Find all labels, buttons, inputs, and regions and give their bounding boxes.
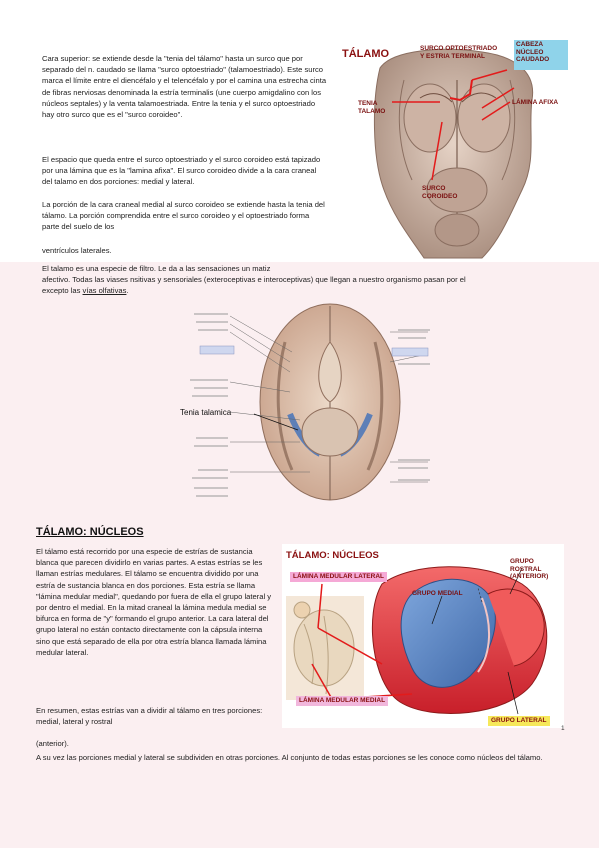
label-grupo-medial: GRUPO MEDIAL bbox=[412, 590, 463, 597]
section-heading-nucleos: TÁLAMO: NÚCLEOS bbox=[36, 526, 144, 538]
label-lamina-medular-medial: LÁMINA MEDULAR MEDIAL bbox=[296, 696, 389, 706]
page-number: 1 bbox=[561, 725, 565, 732]
paragraph-estrias: El tálamo está recorrido por una especie… bbox=[36, 546, 272, 658]
paragraph-text: A su vez las porciones medial y lateral … bbox=[36, 753, 543, 762]
paragraph-text: En resumen, estas estrías van a dividir … bbox=[36, 706, 263, 727]
label-lamina-medular-lateral: LÁMINA MEDULAR LATERAL bbox=[290, 572, 387, 582]
paragraph-text: El talamo es una especie de filtro. Le d… bbox=[42, 264, 271, 273]
paragraph-text: ventrículos laterales. bbox=[42, 246, 112, 255]
thalamus-illustration bbox=[373, 48, 534, 259]
paragraph-cara-superior: Cara superior: se extiende desde la "ten… bbox=[42, 53, 328, 120]
figure-talamo: TÁLAMO SURCO OPTOESTRIADO Y ESTRIA TERMI… bbox=[332, 40, 570, 262]
paragraph-text: excepto las vías olfativas. bbox=[42, 285, 572, 296]
thalamus-nuclei-illustration bbox=[286, 566, 548, 715]
paragraph-lamina-afixa: El espacio que queda entre el surco opto… bbox=[42, 154, 328, 188]
figure-brain-atlas: Tenia talamica bbox=[180, 302, 450, 504]
text-fragment: . bbox=[126, 286, 129, 296]
label-grupo-lateral: GRUPO LATERAL bbox=[488, 716, 550, 726]
paragraph-porcion-medial: La porción de la cara craneal medial al … bbox=[42, 199, 328, 233]
paragraph-text: El tálamo está recorrido por una especie… bbox=[36, 547, 272, 657]
paragraph-text: La porción de la cara craneal medial al … bbox=[42, 200, 325, 232]
paragraph-anterior: (anterior). bbox=[36, 738, 156, 749]
paragraph-ventriculos: ventrículos laterales. bbox=[42, 245, 242, 256]
label-tenia-talamica: Tenia talamica bbox=[180, 408, 232, 417]
label-lamina-afixa: LÁMINA AFIXA bbox=[512, 99, 559, 106]
paragraph-filtro: El talamo es una especie de filtro. Le d… bbox=[42, 263, 572, 297]
brain-illustration bbox=[190, 303, 430, 501]
label-surco-coroideo: SURCO COROIDEO bbox=[422, 185, 458, 200]
paragraph-subdivisiones: A su vez las porciones medial y lateral … bbox=[36, 752, 556, 763]
vias-olfativas-link[interactable]: vías olfativas bbox=[82, 286, 127, 296]
figure-title: TÁLAMO bbox=[342, 48, 390, 60]
text-fragment: excepto las bbox=[42, 286, 83, 296]
paragraph-text: Cara superior: se extiende desde la "ten… bbox=[42, 54, 327, 120]
label-surco-optoestriado: SURCO OPTOESTRIADO Y ESTRIA TERMINAL bbox=[420, 45, 498, 60]
label-grupo-rostral: GRUPO ROSTRAL (ANTERIOR) bbox=[510, 558, 549, 580]
paragraph-text: El espacio que queda entre el surco opto… bbox=[42, 155, 321, 187]
paragraph-resumen: En resumen, estas estrías van a dividir … bbox=[36, 705, 272, 727]
label-cabeza-caudado: CABEZA NÚCLEO CAUDADO bbox=[514, 40, 568, 70]
paragraph-text: afectivo. Todas las viases nsitivas y se… bbox=[42, 275, 466, 285]
figure-talamo-nucleos: TÁLAMO: NÚCLEOS LÁMINA MEDULAR LATERAL G… bbox=[282, 544, 564, 728]
paragraph-text: (anterior). bbox=[36, 739, 69, 748]
label-tenia-talamo: TENIA TALAMO bbox=[358, 100, 386, 115]
figure-title: TÁLAMO: NÚCLEOS bbox=[286, 550, 379, 561]
